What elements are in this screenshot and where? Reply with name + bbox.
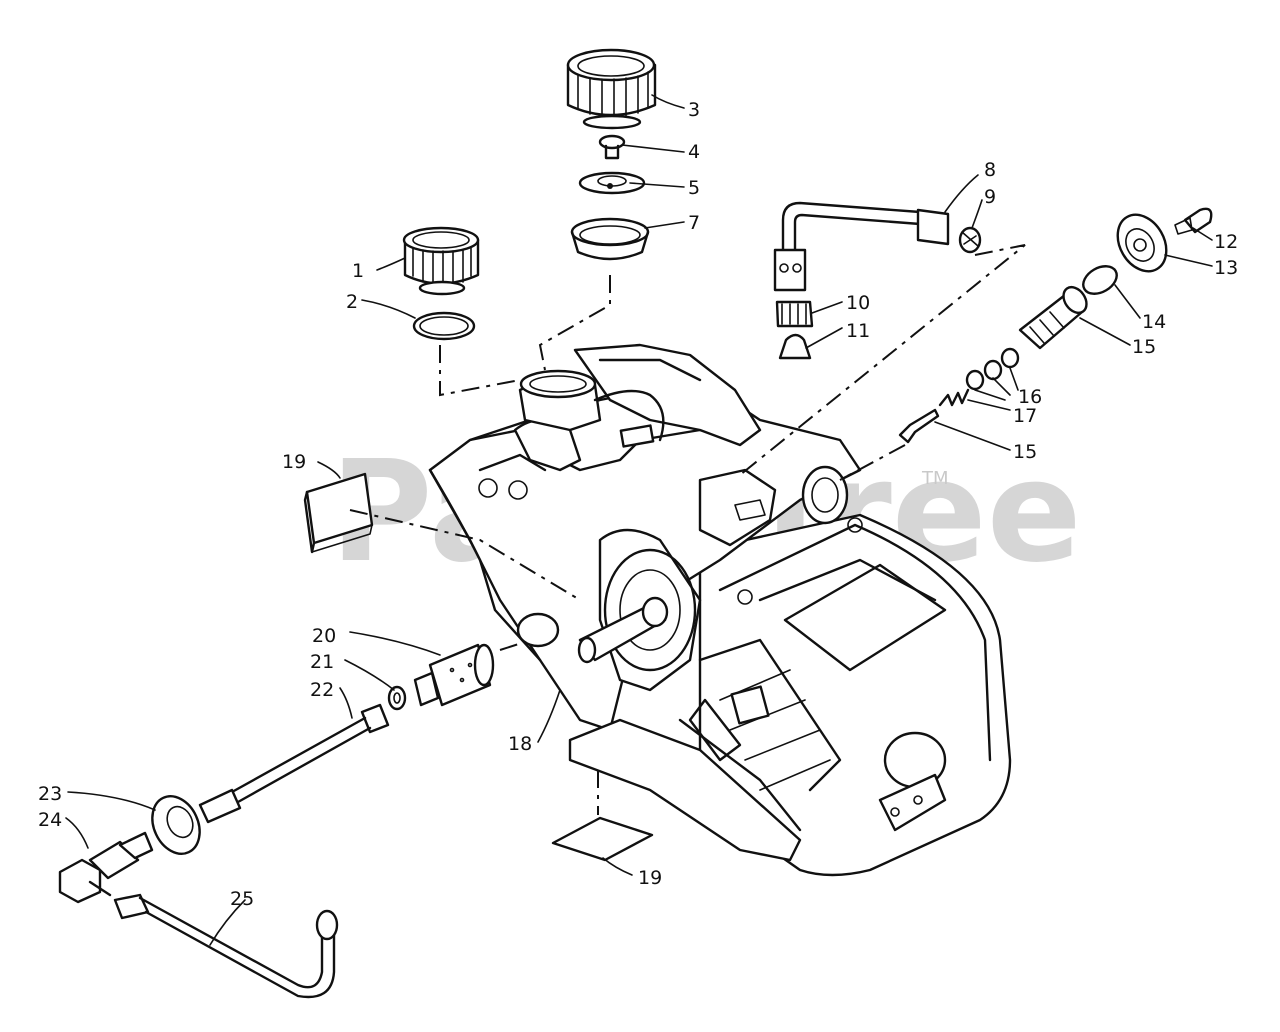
part-number-label: 22 bbox=[310, 679, 334, 701]
vent-disc-drawing bbox=[578, 171, 646, 195]
part-number-label: 19 bbox=[638, 867, 662, 889]
screw-drawing bbox=[598, 134, 626, 160]
leader-lines bbox=[65, 94, 1213, 946]
part-number-label: 2 bbox=[346, 291, 358, 313]
part-number-label: 10 bbox=[846, 292, 870, 314]
part-number-label: 3 bbox=[688, 99, 700, 121]
oil-cap-drawing bbox=[566, 48, 657, 130]
fitting-drawing bbox=[360, 703, 390, 734]
pad-drawing bbox=[303, 472, 374, 554]
oil-cap-centerline bbox=[538, 275, 611, 371]
part-number-label: 4 bbox=[688, 141, 700, 163]
fuel-line-drawing bbox=[113, 893, 339, 999]
oil-pump-plunger-drawing bbox=[1018, 285, 1088, 350]
part-number-label: 14 bbox=[1142, 311, 1166, 333]
oil-filter-drawing bbox=[775, 300, 814, 328]
oil-cap-gasket-drawing bbox=[570, 217, 650, 261]
filter-weight-drawing bbox=[778, 333, 812, 360]
part-number-label: 18 bbox=[508, 733, 532, 755]
part-labels: 1 2 3 4 5 7 8 9 10 11 12 13 14 15 16 17 … bbox=[38, 99, 1238, 910]
o-ring-drawing bbox=[1082, 265, 1118, 295]
oil-pump-body-drawing bbox=[413, 643, 495, 707]
pin-centerline bbox=[839, 444, 906, 481]
oil-pickup-line-drawing bbox=[773, 201, 950, 292]
part-number-label: 1 bbox=[352, 260, 364, 282]
pad-bottom-drawing bbox=[551, 816, 654, 862]
pump-centerline bbox=[499, 641, 526, 651]
adjust-knob-drawing bbox=[1116, 213, 1168, 273]
part-number-label: 15 bbox=[1013, 441, 1037, 463]
part-number-label: 12 bbox=[1214, 231, 1238, 253]
watermark-trademark: TM bbox=[921, 468, 949, 489]
part-number-label: 7 bbox=[688, 212, 700, 234]
part-number-label: 17 bbox=[1013, 405, 1037, 427]
oil-line-drawing bbox=[230, 716, 372, 804]
fuel-cap-centerline bbox=[439, 345, 521, 397]
part-number-label: 20 bbox=[312, 625, 336, 647]
part-number-label: 21 bbox=[310, 651, 334, 673]
part-number-label: 13 bbox=[1214, 257, 1238, 279]
part-number-label: 23 bbox=[38, 783, 62, 805]
grommet-drawing bbox=[958, 226, 982, 254]
part-number-label: 19 bbox=[282, 451, 306, 473]
pad-centerline bbox=[349, 509, 581, 601]
part-number-label: 5 bbox=[688, 177, 700, 199]
crankcase-tank-drawing bbox=[428, 343, 1012, 877]
fuel-cap-gasket-drawing bbox=[412, 311, 476, 341]
fuel-cap-drawing bbox=[402, 226, 480, 296]
pickup-centerline bbox=[739, 244, 1026, 476]
adjust-screw-drawing bbox=[1174, 207, 1213, 235]
fuel-fitting-drawing bbox=[58, 831, 154, 904]
part-number-label: 11 bbox=[846, 320, 870, 342]
part-number-label: 16 bbox=[1018, 386, 1042, 408]
plunger-pin-drawing bbox=[898, 408, 940, 444]
part-number-label: 9 bbox=[984, 186, 996, 208]
grommet-fuel-drawing bbox=[151, 788, 242, 855]
part-number-label: 25 bbox=[230, 888, 254, 910]
part-number-label: 8 bbox=[984, 159, 996, 181]
spring-drawing bbox=[938, 388, 970, 407]
part-number-label: 15 bbox=[1132, 336, 1156, 358]
washer-drawing bbox=[387, 685, 407, 711]
part-number-label: 24 bbox=[38, 809, 62, 831]
